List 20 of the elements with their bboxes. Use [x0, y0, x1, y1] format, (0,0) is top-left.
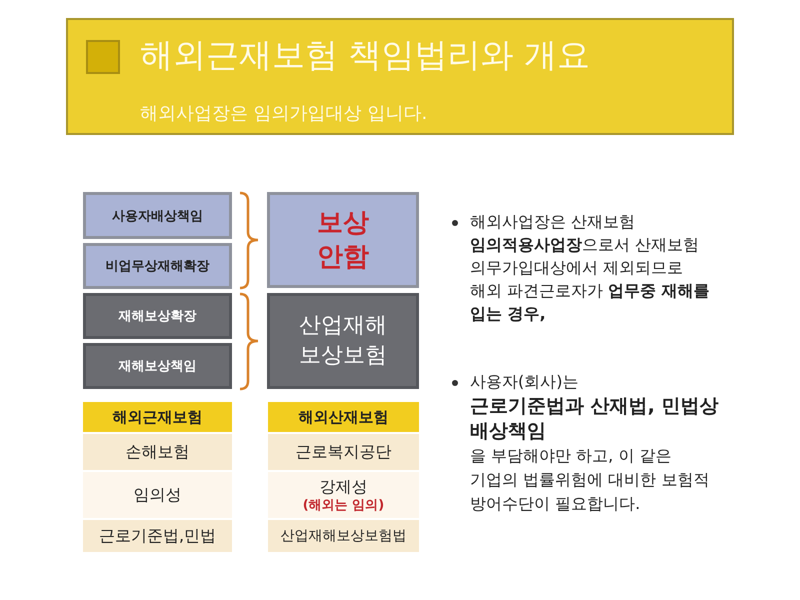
- table-row: 근로복지공단: [268, 432, 419, 470]
- result-box: 보상 안함: [267, 192, 419, 288]
- table-header: 해외산재보험: [268, 402, 419, 432]
- bullet-text: 사용자(회사)는 근로기준법과 산재법, 민법상 배상책임 을 부담해야만 하고, 이 같은 기업의 법률위험에 대비한 보험적 방어수단이 필요합니다.: [470, 371, 720, 515]
- table-header: 해외근재보험: [83, 402, 232, 432]
- category-box: 사용자배상책임: [83, 192, 232, 239]
- cell-note: (해외는 임의): [302, 496, 384, 514]
- table-row: [268, 470, 419, 518]
- category-box: 재해보상확장: [83, 293, 232, 339]
- table-row: 손해보험: [83, 432, 232, 470]
- slide-title: 해외근재보험 책임법리와 개요: [140, 34, 590, 76]
- table-row: 근로기준법,민법: [83, 518, 232, 552]
- category-box: 비업무상재해확장: [83, 243, 232, 289]
- result-box: 산업재해 보상보험: [267, 293, 419, 389]
- category-box: 재해보상책임: [83, 343, 232, 389]
- bullet-text: 해외사업장은 산재보험 임의적용사업장으로서 산재보험 의무가입대상에서 제외되므로 해외 파견근로자가 업무중 재해를 입는 경우,: [470, 211, 711, 325]
- cell-text: 강제성: [320, 476, 368, 496]
- subtitle: 해외사업장은 임의가입대상 입니다.: [140, 102, 428, 126]
- table-row: 산업재해보상보험법: [268, 518, 419, 552]
- table-row: 임의성: [83, 470, 232, 518]
